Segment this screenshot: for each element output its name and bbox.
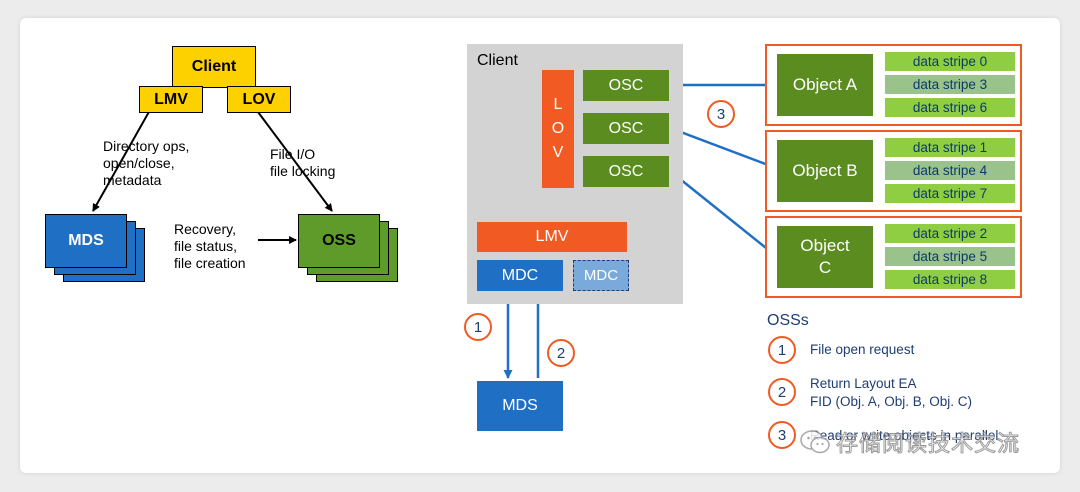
left-diagram-arrows [92,109,333,244]
left-lmv-box: LMV [139,86,203,113]
step-circle-2: 2 [547,339,575,367]
data-stripe-row: data stripe 5 [885,247,1015,266]
step-circle-3: 3 [707,100,735,128]
legend-text-2: Return Layout EA FID (Obj. A, Obj. B, Ob… [810,376,973,409]
legend-circle-3: 3 [768,421,796,449]
right-diagram-arrows [503,80,777,379]
directory-ops-text: Directory ops, open/close, metadata [103,138,190,188]
object-box-2: Object B [777,140,873,202]
left-lmv-label: LMV [154,90,188,108]
data-stripe-row: data stripe 2 [885,224,1015,243]
osc-box-3: OSC [583,156,669,187]
data-stripe-row: data stripe 3 [885,75,1015,94]
left-client-label: Client [191,58,237,75]
step-circle-1: 1 [464,313,492,341]
mdc-box: MDC [477,260,563,291]
wechat-icon [800,430,830,454]
data-stripe-row: data stripe 8 [885,270,1015,289]
object-group-1: Object A data stripe 0 data stripe 3 data s… [765,44,1022,126]
legend-text-1: File open request [810,342,915,357]
left-mds-box: MDS [45,214,127,268]
osc-box-2: OSC [583,113,669,144]
data-stripe-row: data stripe 1 [885,138,1015,157]
watermark: 存储阅读技术交流 [800,426,1020,458]
right-client-label: Client [477,52,518,69]
lmv-bar: LMV [477,222,627,252]
legend-text-3: Read or write objects in parallel [810,428,999,443]
data-stripe-row: data stripe 6 [885,98,1015,117]
object-group-2: Object B data stripe 1 data stripe 4 data s… [765,130,1022,212]
left-mds-label: MDS [68,232,104,249]
legend-circle-2: 2 [768,378,796,406]
file-io-text: File I/O file locking [270,146,336,179]
left-oss-label: OSS [322,232,356,249]
legend-circle-1: 1 [768,336,796,364]
recovery-text: Recovery, file status, file creation [174,221,246,271]
data-stripe-row: data stripe 0 [885,52,1015,71]
data-stripe-row: data stripe 7 [885,184,1015,203]
watermark-text: 存储阅读技术交流 [835,432,1021,458]
data-stripe-row: data stripe 4 [885,161,1015,180]
diagram-card: Client LMV LOV Directory ops, open/close… [20,18,1060,473]
left-arrows [92,80,777,379]
lov-bar: L O V [542,70,574,188]
mdc-box-dashed: MDC [573,260,629,291]
left-lov-label: LOV [242,90,276,108]
left-oss-box: OSS [298,214,380,268]
left-lov-box: LOV [227,86,291,113]
osss-label: OSSs [767,312,809,329]
right-mds-box: MDS [477,381,563,431]
object-box-1: Object A [777,54,873,116]
osc-box-1: OSC [583,70,669,101]
left-client-box: Client [172,46,256,88]
